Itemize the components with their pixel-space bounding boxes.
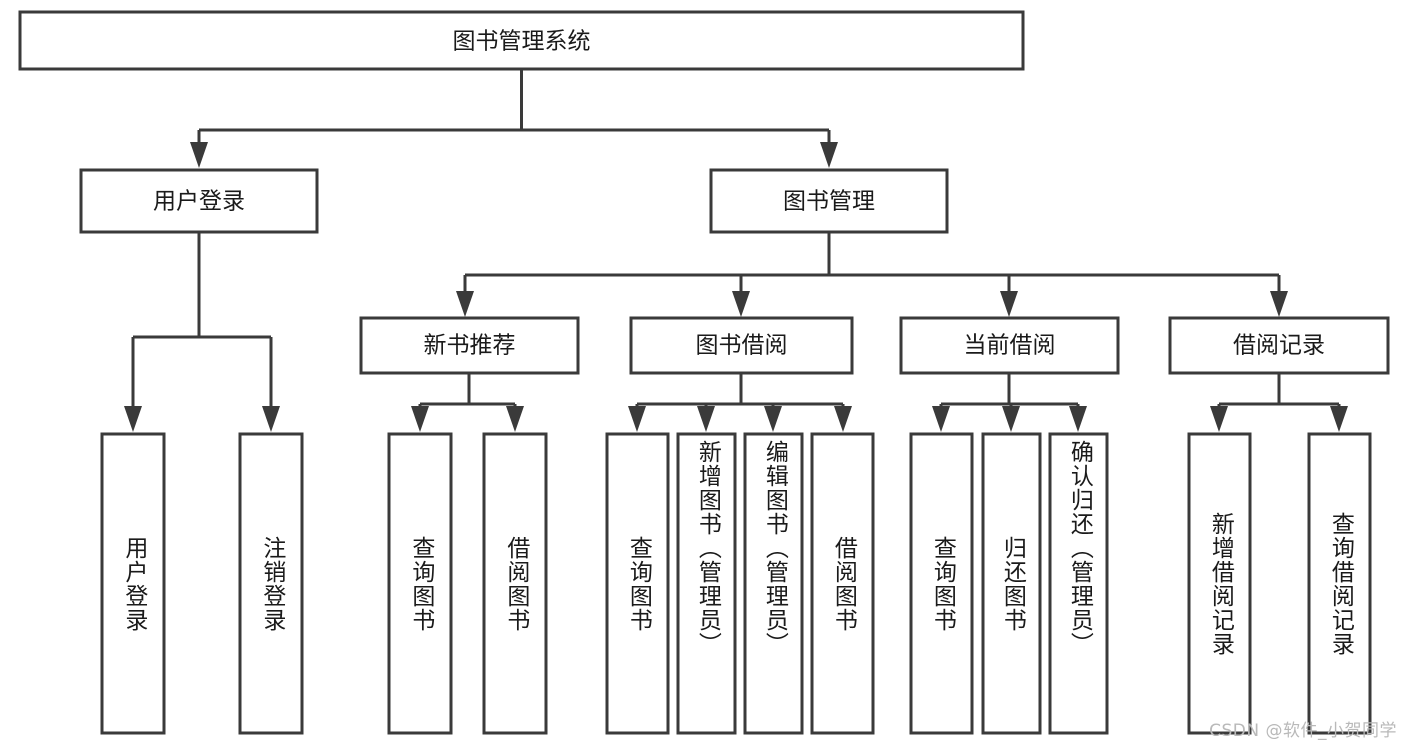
- leaf-box-user-login[interactable]: [100, 432, 166, 735]
- arrow-head-leaf-query-book-1: [411, 406, 429, 432]
- arrow-head-leaf-query-book-2: [628, 406, 646, 432]
- arrow-head-leaf-return-book: [1002, 406, 1020, 432]
- leaf-box-borrow-book-1[interactable]: [482, 432, 548, 735]
- arrow-head-leaf-edit-book: [764, 406, 782, 432]
- arrow-head-leaf-query-book-3: [932, 406, 950, 432]
- node-root[interactable]: 图书管理系统: [18, 10, 1025, 71]
- leaf-box-query-book-2[interactable]: [605, 432, 670, 735]
- arrow-head-borrow-record: [1270, 291, 1288, 317]
- leaf-box-return-book[interactable]: [981, 432, 1042, 735]
- node-new-book-rec-box[interactable]: [359, 316, 580, 375]
- arrow-head-user-login: [190, 142, 208, 168]
- node-book-manage[interactable]: 图书管理: [709, 168, 949, 234]
- connector-group-book-manage: [456, 232, 1288, 317]
- connector-group-user-login: [124, 232, 280, 432]
- node-book-borrow[interactable]: 图书借阅: [629, 316, 854, 375]
- leaf-box-add-record[interactable]: [1187, 432, 1252, 735]
- leaf-box-query-record[interactable]: [1307, 432, 1372, 735]
- node-current-borrow[interactable]: 当前借阅: [899, 316, 1120, 375]
- leaf-box-group: [100, 432, 1372, 735]
- connector-group-new-book-rec: [411, 373, 524, 432]
- node-user-login[interactable]: 用户登录: [79, 168, 319, 234]
- leaf-box-logout[interactable]: [238, 432, 304, 735]
- node-user-login-label: 用户登录: [153, 189, 245, 215]
- node-book-manage-label: 图书管理: [783, 189, 875, 215]
- node-current-borrow-label: 当前借阅: [964, 333, 1056, 359]
- leaf-box-query-book-3[interactable]: [909, 432, 974, 735]
- node-new-book-rec-label: 新书推荐: [424, 333, 516, 359]
- arrow-head-current-borrow: [1000, 291, 1018, 317]
- connector-group-book-borrow: [628, 373, 852, 432]
- arrow-head-leaf-borrow-book-1: [506, 406, 524, 432]
- arrow-head-leaf-confirm-return: [1069, 406, 1087, 432]
- leaf-box-confirm-return[interactable]: [1048, 432, 1109, 735]
- node-user-login-box[interactable]: [79, 168, 319, 234]
- node-book-manage-box[interactable]: [709, 168, 949, 234]
- leaf-box-borrow-book-2[interactable]: [810, 432, 875, 735]
- node-borrow-record[interactable]: 借阅记录: [1168, 316, 1390, 375]
- node-root-box[interactable]: [18, 10, 1025, 71]
- connector-group-borrow-record: [1210, 373, 1348, 432]
- node-root-label: 图书管理系统: [453, 29, 591, 55]
- node-book-borrow-box[interactable]: [629, 316, 854, 375]
- node-borrow-record-label: 借阅记录: [1233, 333, 1325, 359]
- arrow-head-leaf-query-record: [1330, 406, 1348, 432]
- node-book-borrow-label: 图书借阅: [696, 333, 788, 359]
- arrow-head-book-manage: [820, 142, 838, 168]
- arrow-head-book-borrow: [732, 291, 750, 317]
- node-current-borrow-box[interactable]: [899, 316, 1120, 375]
- arrow-head-new-book-rec: [456, 291, 474, 317]
- connector-group-current-borrow: [932, 373, 1087, 432]
- csdn-watermark: CSDN @软件_小贺同学: [1209, 721, 1397, 741]
- leaf-box-edit-book[interactable]: [743, 432, 804, 735]
- node-new-book-rec[interactable]: 新书推荐: [359, 316, 580, 375]
- leaf-box-query-book-1[interactable]: [387, 432, 453, 735]
- leaf-box-add-book[interactable]: [676, 432, 737, 735]
- connector-group-root: [190, 69, 838, 168]
- arrow-head-leaf-borrow-book-2: [834, 406, 852, 432]
- arrow-head-leaf-add-record: [1210, 406, 1228, 432]
- node-borrow-record-box[interactable]: [1168, 316, 1390, 375]
- arrow-head-leaf-logout: [262, 406, 280, 432]
- arrow-head-leaf-user-login: [124, 406, 142, 432]
- arrow-head-leaf-add-book: [697, 406, 715, 432]
